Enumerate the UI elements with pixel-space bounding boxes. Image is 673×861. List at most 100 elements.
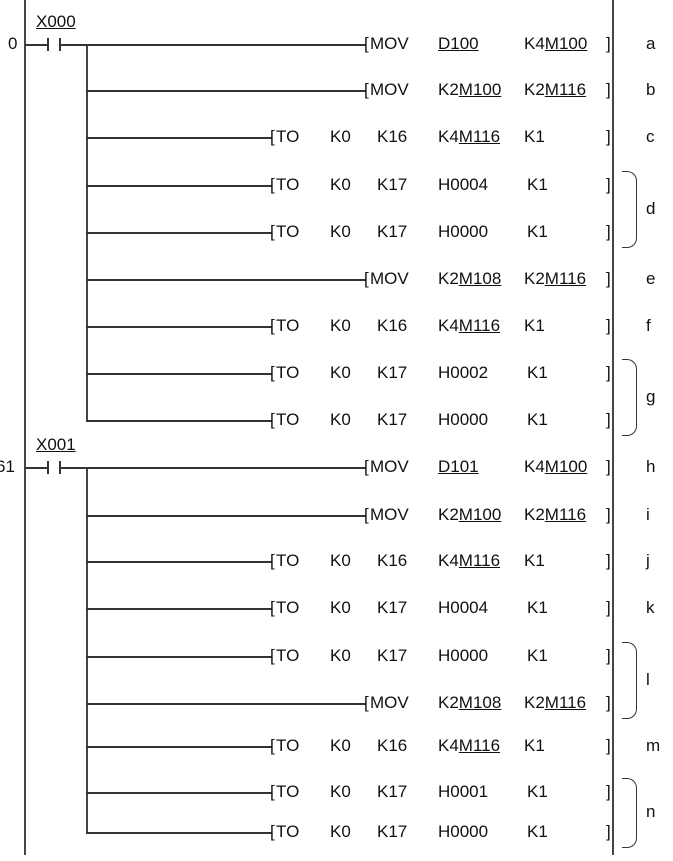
operand: K1 [527,175,548,195]
row-label: l [646,669,650,689]
operand: H0001 [438,782,488,802]
operand-prefix: K17 [377,646,408,665]
operand-prefix: K2 [524,505,545,524]
right-power-rail [612,0,614,855]
group-brace-icon [622,778,637,848]
wire [86,420,272,422]
instruction-name: TO [276,222,300,241]
left-power-rail [24,0,26,855]
operand-prefix: H0004 [438,175,489,194]
operand: K17 [377,598,407,618]
row-label: i [646,505,650,524]
operand: K1 [524,736,545,756]
close-bracket: ] [606,34,611,53]
operand-prefix: H0000 [438,410,489,429]
operand: K0 [330,127,351,147]
operand-device: M116 [544,693,587,712]
operand-prefix: K2 [438,505,459,524]
open-bracket: [ [270,736,275,755]
operand-prefix: H0001 [438,782,489,801]
operand-prefix: K0 [330,222,351,241]
instruction-name: TO [276,736,300,755]
operand: K1 [527,646,548,666]
operand-device: M116 [458,736,501,755]
operand: H0000 [438,410,488,430]
wire [59,467,87,469]
row-label: h [646,457,656,476]
operand-prefix: H0002 [438,363,489,382]
instruction-name: TO [276,410,300,429]
operand-prefix: K17 [377,598,408,617]
close-bracket: ] [606,782,611,801]
operand-prefix: H0004 [438,598,489,617]
operand-prefix: K1 [524,127,545,146]
close-bracket: ] [606,410,611,429]
wire [59,44,87,46]
close-bracket: ] [606,316,611,335]
open-bracket: [ [270,316,275,335]
open-bracket: [ [364,693,369,712]
operand: K1 [527,782,548,802]
operand: K1 [524,551,545,571]
operand-prefix: K0 [330,175,351,194]
row-label: a [646,34,656,53]
operand-device: D100 [438,34,479,53]
operand-prefix: K17 [377,822,408,841]
instruction-name: MOV [370,457,409,476]
operand: K2M116 [524,80,586,100]
operand-prefix: K2 [524,693,545,712]
operand: K4M116 [438,551,500,571]
operand-prefix: K4 [524,34,545,53]
operand: K0 [330,598,351,618]
operand: H0004 [438,598,488,618]
operand-prefix: K2 [438,80,459,99]
instruction-name: TO [276,363,300,382]
operand: H0002 [438,363,488,383]
operand: K0 [330,222,351,242]
close-bracket: ] [606,822,611,841]
instruction-name: MOV [370,80,409,99]
operand-prefix: K4 [438,127,459,146]
close-bracket: ] [606,175,611,194]
operand-prefix: K1 [524,551,545,570]
open-bracket: [ [270,598,275,617]
operand-prefix: K1 [527,646,548,665]
operand-prefix: K1 [527,782,548,801]
operand-prefix: K16 [377,551,408,570]
operand: K2M116 [524,269,586,289]
operand: K1 [527,222,548,242]
operand-prefix: K17 [377,782,408,801]
operand-prefix: K1 [524,316,545,335]
operand: K2M116 [524,693,586,713]
step-number: 61 [0,457,15,476]
operand-device: M116 [544,80,587,99]
operand: K0 [330,410,351,430]
operand-prefix: K16 [377,736,408,755]
operand-prefix: K0 [330,736,351,755]
operand: K2M108 [438,269,501,289]
step-number: 0 [8,34,18,53]
operand-prefix: K2 [524,80,545,99]
row-label: n [646,802,656,821]
wire [86,90,366,92]
open-bracket: [ [270,363,275,382]
operand-prefix: K0 [330,363,351,382]
operand-prefix: K4 [524,457,545,476]
operand-prefix: K17 [377,175,408,194]
operand: K0 [330,782,351,802]
open-bracket: [ [364,505,369,524]
operand-device: D101 [438,457,479,476]
instruction-name: TO [276,551,300,570]
operand: K4M116 [438,316,500,336]
operand: K1 [524,127,545,147]
instruction-name: TO [276,822,300,841]
operand: K0 [330,551,351,571]
row-label: e [646,269,656,288]
operand: K17 [377,646,407,666]
operand-prefix: K17 [377,222,408,241]
operand-device: M116 [458,127,501,146]
wire [86,746,272,748]
wire [86,608,272,610]
contact-label: X001 [36,435,76,454]
operand-prefix: K0 [330,316,351,335]
